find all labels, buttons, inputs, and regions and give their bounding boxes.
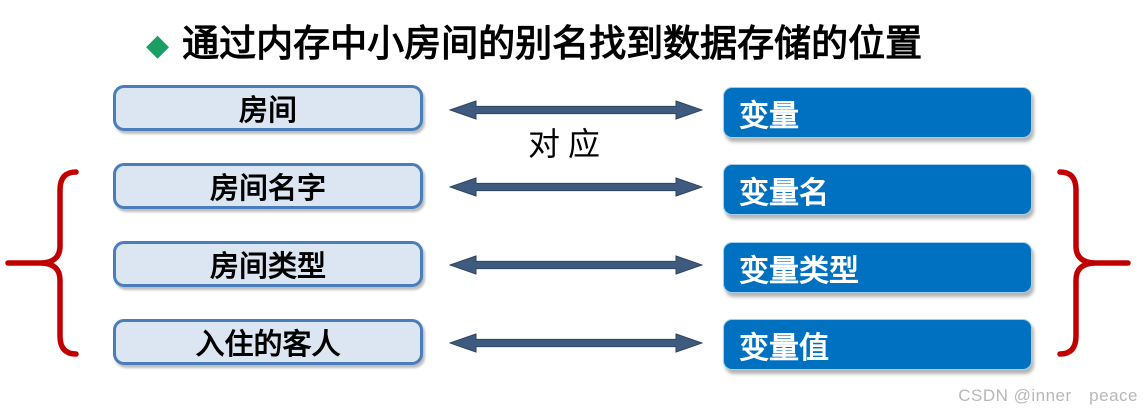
double-arrow-icon [449, 177, 703, 197]
variable-box-1: 变量 [723, 87, 1032, 138]
room-box-2: 房间名字 [113, 163, 423, 209]
variable-box-3: 变量类型 [723, 242, 1032, 293]
left-brace-icon [5, 169, 79, 357]
variable-box-4: 变量值 [723, 319, 1032, 370]
room-box-3: 房间类型 [113, 241, 423, 287]
watermark: CSDN @inner peace [958, 386, 1138, 405]
arrow-label: 对应 [528, 126, 609, 162]
diamond-bullet-icon: ◆ [146, 29, 170, 62]
page-title: 通过内存中小房间的别名找到数据存储的位置 [182, 23, 923, 64]
double-arrow-icon [449, 255, 703, 275]
variable-box-2: 变量名 [723, 164, 1032, 215]
right-brace-icon [1057, 169, 1131, 357]
room-box-4: 入住的客人 [113, 319, 423, 365]
title-row: ◆ 通过内存中小房间的别名找到数据存储的位置 [146, 22, 922, 66]
double-arrow-icon [449, 100, 703, 120]
double-arrow-icon [449, 333, 703, 353]
room-box-1: 房间 [113, 85, 423, 131]
